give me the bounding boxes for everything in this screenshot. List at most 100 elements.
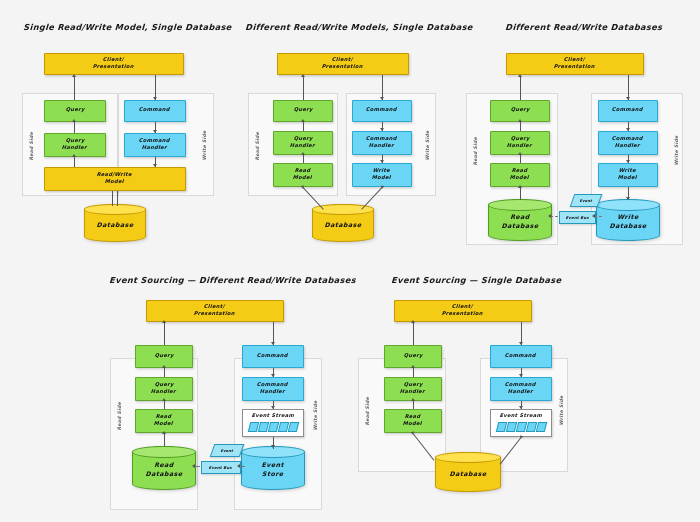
arrowhead-ch-to-eventstream [518,406,523,409]
write-side-label: Write Side [426,130,431,160]
command-handler-line2: Handler [369,143,395,149]
read-model-box: Read Model [490,163,550,187]
command-handler-line1: Command [139,137,171,144]
read-model-line1: Read [404,413,422,420]
conn-client-to-command [155,75,156,100]
event-store-line1: Event [261,461,285,469]
arrowhead-eventstream-to-store [270,445,275,448]
command-box: Command [490,345,552,368]
client-line2: Presentation [442,311,484,317]
command-label: Command [139,107,171,114]
command-label: Command [505,352,537,359]
command-handler-box: Command Handler [124,133,186,157]
read-model-box: Read Model [135,409,193,433]
event-store-line2: Store [261,471,285,479]
event-bus-box: Event Bus [559,211,596,224]
event-stream-widget: Event Stream [490,409,552,437]
arrowhead-query-to-client [71,74,76,77]
arrowhead-bus-to-readdb [548,214,551,218]
write-model-line1: Write [373,167,391,174]
event-bus-box: Event Bus [201,461,241,474]
write-db-line2: Database [609,223,647,231]
conn-query-to-client [413,322,414,345]
read-db-label-wrap: Read Database [145,456,183,479]
arrowhead-rwmodel-to-qh [71,154,76,157]
arrowhead-ch-to-writemodel [379,160,384,163]
read-db-line1: Read [154,461,175,469]
database-cylinder: Database [435,452,501,492]
read-model-box: Read Model [384,409,442,433]
conn-qh-to-query [520,122,521,131]
conn-writemodel-to-writedb [628,187,629,200]
write-side-label: Write Side [203,130,208,160]
command-handler-line1: Command [366,135,398,142]
conn-bus-to-readdb [194,466,200,467]
event-parallelogram: Event [209,444,245,457]
database-cylinder: Database [312,204,374,242]
conn-ch-to-writemodel [382,155,383,163]
command-handler-line1: Command [612,135,644,142]
client-line1: Client/ [204,303,226,310]
conn-writedb-to-bus [594,216,602,217]
arrowhead-command-to-ch [518,374,523,377]
rw-model-line2: Model [105,179,125,185]
conn-readmodel-to-qh [303,155,304,163]
read-db-line2: Database [145,471,183,479]
write-model-box: Write Model [598,163,658,187]
query-label: Query [403,352,423,359]
conn-qh-to-query [164,368,165,377]
query-handler-line1: Query [65,137,85,144]
event-stream-label: Event Stream [251,413,295,419]
arrowhead-client-to-command [379,97,384,100]
event-bus-label: Event Bus [565,215,590,220]
write-side-label: Write Side [314,400,319,430]
read-model-line2: Model [154,421,174,427]
arrowhead-qh-to-query [410,365,415,368]
conn-rwmodel-to-qh [74,157,75,167]
event-parallelogram: Event [569,194,603,207]
command-handler-line2: Handler [615,143,641,149]
read-side-label: Read Side [256,131,261,160]
client-line1: Client/ [564,56,586,63]
query-handler-line2: Handler [151,389,177,395]
conn-query-to-client [520,77,521,100]
command-handler-line2: Handler [260,389,286,395]
arrowhead-qh-to-query [161,365,166,368]
event-store-cylinder: Event Store [241,446,305,490]
read-database-cylinder: Read Database [132,446,196,490]
write-model-line2: Model [372,175,392,181]
arrowhead-qh-to-query [300,119,305,122]
command-label: Command [257,352,289,359]
read-db-line1: Read [510,213,531,221]
write-db-line1: Write [616,213,640,221]
arrowhead-readdb-to-readmodel [517,185,522,188]
event-cell [287,421,299,432]
cylinder-top [435,452,501,464]
arrowhead-client-to-command [518,342,523,345]
conn-ch-to-eventstream [521,401,522,409]
database-cylinder: Database [84,204,146,242]
arrowhead-eventstore-to-bus [237,464,240,468]
conn-qh-to-query [413,368,414,377]
command-handler-line1: Command [505,381,537,388]
conn-ch-to-eventstream [273,401,274,409]
database-label: Database [96,221,134,229]
arrowhead-command-to-ch [152,130,157,133]
client-presentation-box: Client/ Presentation [146,300,284,322]
read-model-line1: Read [511,167,529,174]
command-label: Command [366,107,398,114]
arrowhead-readmodel-to-qh [300,152,305,155]
conn-eventstore-to-bus [239,466,245,467]
query-handler-line1: Query [154,381,174,388]
database-label-wrap: Database [324,216,362,230]
arrowhead-readmodel-to-qh [161,398,166,401]
client-line2: Presentation [554,64,596,70]
event-cell [535,421,547,432]
panel-title: Event Sourcing — Different Read/Write Da… [109,275,358,285]
arrowhead-query-to-client [410,320,415,323]
command-box: Command [242,345,304,368]
query-label: Query [510,107,530,114]
client-line1: Client/ [452,303,474,310]
conn-command-to-ch [155,122,156,133]
arrowhead-writedb-to-bus [592,214,595,218]
